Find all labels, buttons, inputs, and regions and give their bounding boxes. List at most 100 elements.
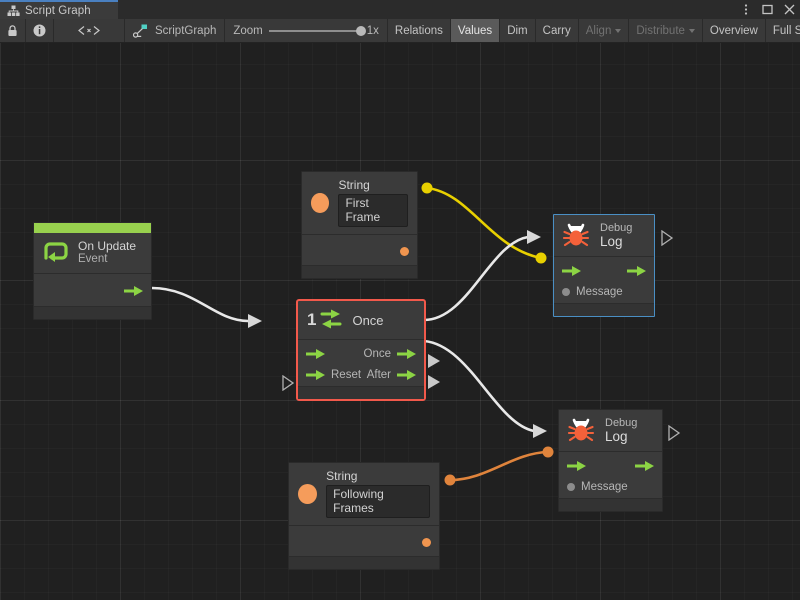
node-header: On Update Event [34,233,151,273]
port-triangle-once-out-filled[interactable] [428,353,441,369]
toolbar-button-values[interactable]: Values [450,19,501,42]
flow-out-arrow-icon[interactable] [627,265,646,277]
string-value-input[interactable]: Following Frames [326,485,430,519]
node-title: String [338,178,370,192]
node-ports: Once Reset [298,340,424,386]
flow-out-arrow-icon[interactable] [124,285,143,297]
node-ports [289,526,439,556]
port-row-in-flow-out-once: Once [298,343,424,364]
toolbar-button-distribute-label: Distribute [636,24,685,37]
tab-script-graph[interactable]: Script Graph [0,0,118,19]
node-footer [298,386,424,399]
node-once[interactable]: 1 Once [296,299,426,401]
node-title-small: Debug [605,417,638,429]
node-header: String First Frame [302,172,417,234]
node-footer [554,303,654,317]
wire-arrow-debuglog-top-in [527,230,541,244]
toolbar-button-overview[interactable]: Overview [703,19,766,42]
node-footer [559,498,662,512]
node-debug-log-bottom[interactable]: Debug Log [558,409,663,513]
port-row-reset-after: Reset After [298,364,424,385]
zoom-control[interactable]: Zoom 1x [225,19,388,42]
node-footer [302,265,417,279]
once-badge: 1 [307,310,317,329]
close-icon[interactable] [783,3,796,16]
wire-stringfollowing-to-debuglog-bottom[interactable] [449,450,549,482]
flow-in-reset-arrow-icon[interactable] [306,369,325,381]
toolbar-button-carry-label: Carry [542,24,571,37]
port-label-message: Message [581,480,628,493]
node-divider [302,234,417,236]
port-row-flow [559,455,662,476]
value-out-port-icon[interactable] [400,246,409,256]
toolbar-button-relations[interactable]: Relations [388,19,451,42]
chevron-down-icon [615,29,622,33]
node-debug-log-top[interactable]: Debug Log [553,214,655,318]
node-header: 1 Once [298,301,424,339]
node-title: String [326,469,358,483]
node-divider [298,339,424,340]
string-value-input[interactable]: First Frame [338,194,408,228]
toolbar-button-values-label: Values [457,24,493,37]
message-in-port-icon[interactable] [562,287,570,296]
bug-icon [563,223,590,246]
maximize-icon[interactable] [761,3,774,16]
flow-out-arrow-icon[interactable] [635,460,654,472]
connection-wires [151,182,554,486]
node-footer [289,556,439,570]
wire-arrow-debuglog-bottom-in [533,424,547,438]
node-ports: Message [554,257,654,303]
toolbar-button-align[interactable]: Align [579,19,630,42]
port-row-out-value [302,238,417,264]
message-in-port-icon[interactable] [567,482,575,491]
wire-onupdate-to-once[interactable] [151,286,249,323]
port-row-message: Message [554,281,654,302]
chevron-down-icon [688,29,695,33]
flow-in-arrow-icon[interactable] [306,348,325,360]
zoom-label: Zoom [233,24,263,37]
node-on-update[interactable]: On Update Event [33,222,152,321]
update-loop-icon [44,242,68,263]
lock-button[interactable] [0,19,26,42]
info-button[interactable] [26,19,54,42]
wire-stringfirst-to-debuglog-top[interactable] [426,186,542,260]
port-triangle-after-out-filled[interactable] [428,374,441,390]
node-title: Once [352,312,384,328]
flow-in-arrow-icon[interactable] [567,460,586,472]
bug-icon [568,418,595,441]
flow-out-arrow-icon[interactable] [397,348,416,360]
wire-once-after-to-debuglog-bottom[interactable] [423,339,535,433]
graph-name-label: ScriptGraph [155,24,217,37]
zoom-slider-handle[interactable] [355,25,366,36]
tab-label: Script Graph [25,4,91,17]
graph-toolbar: ScriptGraph Zoom 1x Relations Values Dim… [0,19,800,43]
wire-endpoint-yellow-end [535,252,547,264]
node-ports [34,274,151,306]
node-string-first-frame[interactable]: String First Frame [301,171,418,280]
node-string-following-frames[interactable]: String Following Frames [288,462,440,571]
toolbar-button-dim[interactable]: Dim [500,19,536,42]
port-triangle-debuglog-top-out[interactable] [661,230,674,246]
value-out-port-icon[interactable] [422,537,431,547]
wire-once-to-debuglog-top[interactable] [423,235,529,322]
port-row-flow [554,260,654,281]
toolbar-button-distribute[interactable]: Distribute [629,19,703,42]
scriptgraph-icon [133,24,147,38]
port-label-after: After [366,368,391,381]
toolbar-button-carry[interactable]: Carry [536,19,579,42]
title-bar: Script Graph [0,0,800,19]
node-divider [559,451,662,453]
port-triangle-debuglog-bottom-out[interactable] [668,425,681,441]
zoom-slider[interactable] [268,25,366,36]
graph-canvas[interactable]: On Update Event [0,43,800,600]
code-view-button[interactable] [54,19,125,42]
node-accent-bar [34,223,151,233]
kebab-menu-icon[interactable] [739,3,752,16]
node-ports [302,235,417,265]
flow-out-after-arrow-icon[interactable] [397,369,416,381]
flow-in-arrow-icon[interactable] [562,265,581,277]
toolbar-button-full-screen[interactable]: Full Screen [766,19,800,42]
wire-arrow-once-in [248,314,262,328]
port-triangle-reset-unconnected[interactable] [282,375,294,391]
